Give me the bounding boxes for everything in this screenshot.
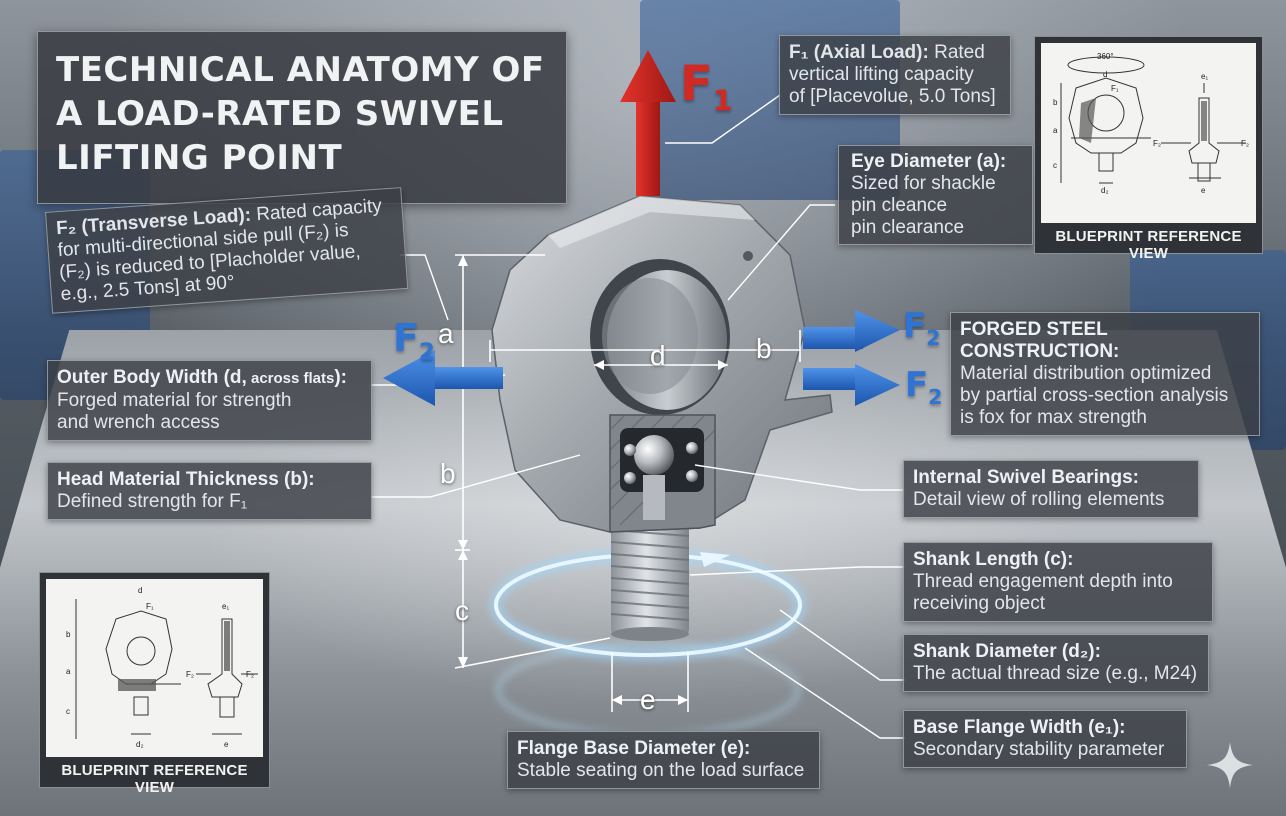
callout-outer-heading-small: across flats	[246, 370, 335, 387]
callout-axial-load: F₁ (Axial Load): Rated vertical lifting …	[779, 35, 1011, 115]
callout-flange-base-diameter: Flange Base Diameter (e): Stable seating…	[507, 731, 820, 789]
f2-subscript: 2	[928, 384, 943, 409]
callout-head-thickness: Head Material Thickness (b): Defined str…	[47, 462, 372, 520]
callout-axial-body1: Rated	[928, 42, 985, 63]
callout-head-heading: Head Material Thickness (b):	[57, 469, 315, 490]
callout-shank-length-heading: Shank Length (c):	[913, 549, 1074, 570]
callout-flange-width-heading: Base Flange Width (e₁):	[913, 717, 1126, 738]
f2-label-right-top: F2	[903, 306, 940, 350]
dim-label-b-vertical: b	[440, 458, 456, 489]
blueprint-bottom-left: d F₁ b a c d₂ F₂ F₂ e₁ e BLUEPRINT REFER…	[39, 572, 270, 796]
blueprint-caption-top-right: BLUEPRINT REFERENCE VIEW	[1055, 228, 1242, 262]
sparkle-icon	[1207, 742, 1253, 788]
callout-axial-heading: F₁ (Axial Load):	[789, 42, 929, 63]
f2-label-left: F2	[393, 316, 435, 366]
dim-label-d: d	[650, 340, 666, 371]
bp-bl-label-5: d₂	[136, 740, 144, 749]
bp-tr-label-8: F₂	[1241, 139, 1249, 148]
bp-bl-label-6: F₂	[186, 670, 194, 679]
threaded-shank	[610, 515, 690, 641]
callout-flange-width-line1: Secondary stability parameter	[913, 739, 1165, 760]
f2-subscript: 2	[418, 339, 435, 366]
f2-letter: F	[905, 365, 929, 405]
callout-flange-base-heading: Flange Base Diameter (e):	[517, 738, 751, 759]
callout-axial-body2: vertical lifting capacity	[789, 64, 974, 85]
callout-flange-base-line1: Stable seating on the load surface	[517, 760, 805, 781]
blueprint-drawing-bottom-left: d F₁ b a c d₂ F₂ F₂ e₁ e	[66, 586, 258, 749]
bp-bl-label-2: b	[66, 630, 71, 639]
f2-label-right-bottom: F2	[905, 365, 942, 409]
bp-tr-label-1: d	[1103, 70, 1107, 79]
callout-shank-diameter-heading: Shank Diameter (d₂):	[913, 641, 1101, 662]
callout-eye-line1: Sized for shackle	[851, 173, 996, 194]
blueprint-caption-bottom-left: BLUEPRINT REFERENCE VIEW	[61, 762, 248, 796]
bp-tr-label-4: a	[1053, 126, 1058, 135]
bp-bl-label-4: c	[66, 707, 70, 716]
bp-bl-label-9: e	[224, 740, 229, 749]
title-panel: TECHNICAL ANATOMY OF A LOAD-RATED SWIVEL…	[37, 31, 567, 204]
callout-eye-line2: pin cleance	[851, 195, 948, 216]
callout-shank-length: Shank Length (c): Thread engagement dept…	[903, 542, 1213, 622]
f1-letter: F	[680, 56, 713, 112]
bearing-ball	[634, 435, 674, 475]
dim-label-c: c	[455, 595, 469, 626]
bp-tr-label-7: F₂	[1153, 139, 1161, 148]
callout-swivel-bearings: Internal Swivel Bearings: Detail view of…	[903, 460, 1199, 518]
callout-forged-line2: by partial cross-section analysis	[960, 385, 1229, 406]
callout-base-flange-width: Base Flange Width (e₁): Secondary stabil…	[903, 710, 1187, 768]
callout-forged-steel: FORGED STEEL CONSTRUCTION: Material dist…	[950, 312, 1260, 436]
bp-tr-label-0: 360°	[1097, 52, 1114, 61]
callout-eye-heading: Eye Diameter (a):	[851, 151, 1007, 172]
callout-outer-line2: and wrench access	[57, 412, 220, 433]
callout-forged-heading: FORGED STEEL CONSTRUCTION:	[960, 319, 1120, 362]
f1-subscript: 1	[712, 83, 733, 118]
page-title: TECHNICAL ANATOMY OF A LOAD-RATED SWIVEL…	[56, 50, 545, 178]
bp-tr-label-6: d₂	[1101, 186, 1109, 195]
bp-bl-label-0: d	[138, 586, 142, 595]
callout-outer-heading-end: ):	[334, 367, 348, 388]
dim-label-a: a	[438, 318, 454, 349]
dimension-lines	[454, 60, 801, 712]
callout-outer-line1: Forged material for strength	[57, 390, 292, 411]
callout-shank-length-line1: Thread engagement depth into	[913, 571, 1173, 592]
bp-bl-label-7: F₂	[246, 670, 254, 679]
dim-label-e: e	[640, 684, 656, 715]
callout-eye-line3: pin clearance	[851, 217, 965, 238]
callout-bearings-line1: Detail view of rolling elements	[913, 489, 1165, 510]
bp-bl-label-8: e₁	[222, 602, 229, 611]
f2-letter: F	[903, 306, 927, 346]
callout-outer-body-width: Outer Body Width (d, across flats): Forg…	[47, 360, 372, 441]
bp-tr-label-10: e	[1201, 186, 1206, 195]
bp-tr-label-3: b	[1053, 98, 1058, 107]
bp-bl-label-1: F₁	[146, 602, 154, 611]
callout-eye-diameter: Eye Diameter (a): Sized for shackle pin …	[838, 145, 1033, 245]
callout-shank-diameter-line1: The actual thread size (e.g., M24)	[913, 663, 1198, 684]
f2-letter: F	[393, 316, 419, 360]
callout-forged-line1: Material distribution optimized	[960, 363, 1212, 384]
ring-arrow-head	[700, 552, 730, 567]
callout-outer-heading: Outer Body Width (d,	[57, 367, 247, 388]
bp-tr-label-2: F₁	[1111, 84, 1119, 93]
f1-label: F1	[680, 56, 733, 118]
f2-subscript: 2	[926, 325, 941, 350]
f2-transverse-arrows	[383, 310, 900, 406]
callout-axial-body3: of [Placevolue, 5.0 Tons]	[789, 86, 996, 107]
bp-tr-label-5: c	[1053, 161, 1057, 170]
dimension-arrowheads	[458, 255, 728, 705]
blueprint-top-right: 360° d F₁ b a c d₂ F₂ F₂ e₁ e BLUEPRINT …	[1034, 36, 1263, 262]
swivel-head	[491, 195, 833, 533]
callout-shank-length-line2: receiving object	[913, 593, 1046, 614]
callout-forged-line3: is fox for max strength	[960, 407, 1147, 428]
callout-bearings-heading: Internal Swivel Bearings:	[913, 467, 1139, 488]
bp-tr-label-9: e₁	[1201, 72, 1208, 81]
callout-head-line1: Defined strength for F₁	[57, 491, 248, 512]
dim-label-b-horizontal: b	[756, 333, 772, 364]
callout-shank-diameter: Shank Diameter (d₂): The actual thread s…	[903, 634, 1209, 692]
f1-axial-arrow	[620, 50, 676, 196]
blueprint-drawing-top-right: 360° d F₁ b a c d₂ F₂ F₂ e₁ e	[1053, 52, 1249, 195]
bp-bl-label-3: a	[66, 667, 71, 676]
